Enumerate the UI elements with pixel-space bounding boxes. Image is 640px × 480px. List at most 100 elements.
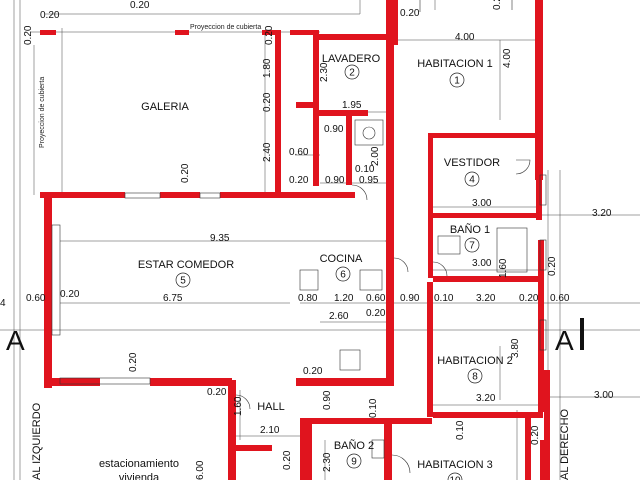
dim-label: 1.20 xyxy=(334,293,354,304)
dim-label: 0.90 xyxy=(325,175,345,186)
dim-label: 0.20 xyxy=(400,8,420,19)
dim-label: 0.20 xyxy=(264,25,275,45)
dim-label: 0.20 xyxy=(40,10,60,21)
room-vestidor: VESTIDOR xyxy=(444,157,500,169)
room-habitacion-2: HABITACION 2 xyxy=(437,355,513,367)
room-number: 8 xyxy=(472,372,478,383)
dim-label: 2.60 xyxy=(329,311,349,322)
room-hall: HALL xyxy=(257,401,285,413)
dim-label: 0.20 xyxy=(60,289,80,300)
dim-label: 3.00 xyxy=(472,258,492,269)
room-number: 7 xyxy=(469,241,475,252)
room-number-circle xyxy=(449,72,465,88)
openings xyxy=(51,0,547,474)
room-cocina: COCINA xyxy=(320,253,363,265)
dimensions: 0.20 0.20 0.20 0.20 0.20 0.20 4.00 4.00 … xyxy=(0,0,614,480)
dim-label: 0.20 xyxy=(282,450,293,470)
section-a-left: A xyxy=(6,325,25,356)
right-boundary-label: AL DERECHO xyxy=(559,408,571,480)
room-number: 1 xyxy=(454,76,460,87)
dim-label: 9.35 xyxy=(210,233,230,244)
dim-label: 0.20 xyxy=(519,293,539,304)
room-lavadero: LAVADERO xyxy=(322,53,381,65)
room-number-circle xyxy=(464,171,480,187)
room-habitacion-1: HABITACION 1 xyxy=(417,58,493,70)
dim-label: 0.10 xyxy=(368,398,379,418)
dim-label: 0.20 xyxy=(303,366,323,377)
dim-label: 0.20 xyxy=(262,92,273,112)
room-number-circle xyxy=(464,237,480,253)
dim-label: 3.20 xyxy=(476,393,496,404)
dim-label: 0.20 xyxy=(530,425,541,445)
dim-label: 6.75 xyxy=(163,293,183,304)
dim-label: 4.00 xyxy=(502,48,513,68)
dim-label: 6.00 xyxy=(195,460,206,480)
room-number-circle xyxy=(335,266,351,282)
dim-label: 3.20 xyxy=(476,293,496,304)
room-estacionamiento-2: vivienda xyxy=(119,472,160,480)
dim-label: 0.20 xyxy=(547,256,558,276)
left-boundary-label: AL IZQUIERDO xyxy=(31,402,43,480)
room-number: 2 xyxy=(349,68,355,79)
dim-label: 1.60 xyxy=(498,258,509,278)
room-habitacion-3: HABITACION 3 xyxy=(417,459,493,471)
dim-label: 0.60 xyxy=(550,293,570,304)
room-number: 10 xyxy=(449,476,461,480)
room-number: 9 xyxy=(351,457,357,468)
dim-label: 2.30 xyxy=(322,452,333,472)
room-number-circle xyxy=(467,368,483,384)
room-number: 6 xyxy=(340,270,346,281)
room-number-circle xyxy=(344,64,360,80)
dim-label: 0.60 xyxy=(26,293,46,304)
room-number: 5 xyxy=(180,276,186,287)
room-galeria: GALERIA xyxy=(141,101,189,113)
roof-projection-label-side: Proyeccion de cubierta xyxy=(39,77,46,148)
dim-label: 3.20 xyxy=(592,208,612,219)
room-number-circle xyxy=(447,472,463,480)
dim-label: 0.60 xyxy=(366,293,386,304)
dim-label: 0.80 xyxy=(298,293,318,304)
room-estar-comedor: ESTAR COMEDOR xyxy=(138,259,234,271)
dim-label: 4 xyxy=(0,298,6,309)
dim-label: 3.00 xyxy=(594,390,614,401)
room-number: 4 xyxy=(469,175,475,186)
dim-label: 2.30 xyxy=(319,62,330,82)
section-a-right: A xyxy=(555,325,574,356)
dim-label: 0.20 xyxy=(366,308,386,319)
room-number-circle xyxy=(346,453,362,469)
room-bano-2: BAÑO 2 xyxy=(334,439,374,452)
room-bano-1: BAÑO 1 xyxy=(450,223,490,236)
dim-label: 0.95 xyxy=(359,175,379,186)
dim-label: 2.00 xyxy=(370,146,381,166)
dim-label: 0.20 xyxy=(130,0,150,11)
dim-label: 0.20 xyxy=(128,352,139,372)
room-labels: GALERIA LAVADERO 2 HABITACION 1 1 VESTID… xyxy=(99,53,513,480)
dim-label: 0.90 xyxy=(322,390,333,410)
annotations: Proyeccion de cubierta Proyeccion de cub… xyxy=(6,24,584,480)
dim-label: 0.20 xyxy=(207,387,227,398)
dim-label: 0.10 xyxy=(355,164,375,175)
room-estacionamiento: estacionamiento xyxy=(99,458,179,470)
dim-label: 1.95 xyxy=(342,100,362,111)
dim-label: 3.80 xyxy=(510,338,521,358)
dim-label: 4.00 xyxy=(455,32,475,43)
dim-label: 0.20 xyxy=(289,175,309,186)
roof-projection-label: Proyeccion de cubierta xyxy=(190,24,261,31)
room-number-circle xyxy=(175,272,191,288)
dim-label: 1.80 xyxy=(262,58,273,78)
dim-label: 0.90 xyxy=(324,124,344,135)
section-marker xyxy=(580,318,584,350)
walls xyxy=(40,0,550,480)
dim-label: 0.10 xyxy=(455,420,466,440)
dim-label: 3.00 xyxy=(472,198,492,209)
dim-label: 2.10 xyxy=(260,425,280,436)
dim-label: 0.20 xyxy=(492,0,503,10)
dim-label: 0.60 xyxy=(289,147,309,158)
dim-label: 0.20 xyxy=(23,25,34,45)
dim-label: 2.40 xyxy=(262,142,273,162)
dim-label: 0.20 xyxy=(180,163,191,183)
dim-label: 1.60 xyxy=(233,396,244,416)
dim-label: 0.90 xyxy=(400,293,420,304)
